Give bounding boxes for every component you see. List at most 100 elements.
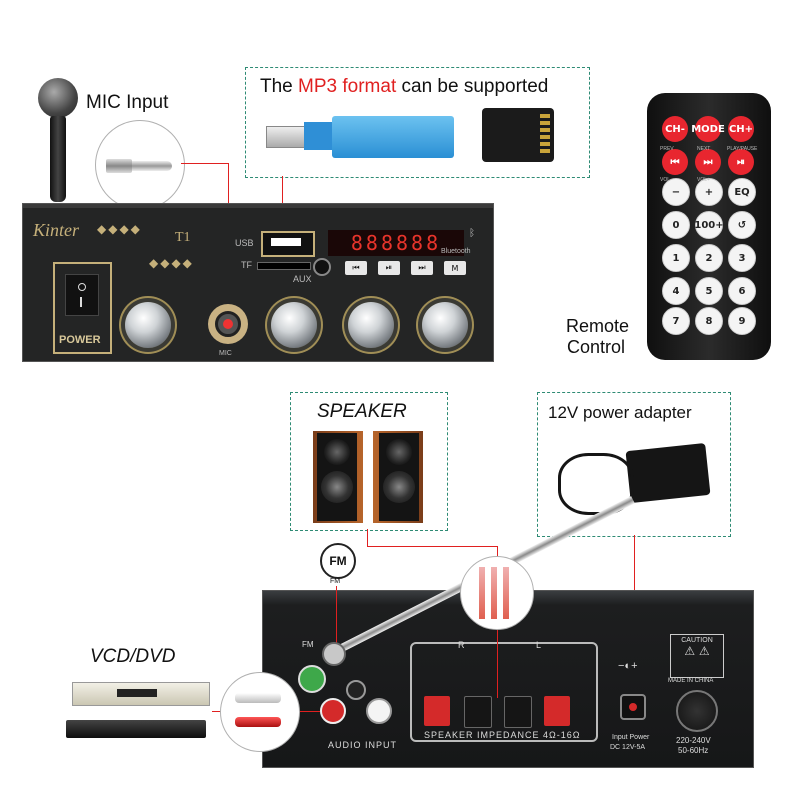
remote-key[interactable]: + [695, 178, 723, 206]
microphone-image [38, 78, 80, 203]
bluetooth-label: Bluetooth [441, 248, 471, 255]
remote-key[interactable]: 100+ [694, 211, 724, 239]
caution-text: CAUTION [681, 637, 713, 644]
play-pause-button[interactable]: ⏯ [378, 261, 400, 275]
rca-jack-white[interactable] [366, 698, 392, 724]
terminal-r-plus[interactable] [424, 696, 450, 726]
led-display: 888888 [328, 230, 464, 256]
aux-label: AUX [293, 274, 312, 284]
rca-jack-top[interactable] [346, 680, 366, 700]
brand-diamonds-2: ◆◆◆◆ [149, 256, 194, 270]
dc-polarity-symbol: −◐+ [618, 660, 638, 672]
mic-jack[interactable] [215, 311, 241, 337]
speaker-wire-zoom [460, 556, 534, 630]
power-switch[interactable] [65, 274, 99, 316]
remote-key[interactable]: CH- [662, 116, 688, 142]
power-switch-frame: POWER [53, 262, 112, 354]
vcd-dvd-label: VCD/DVD [90, 646, 176, 667]
remote-key[interactable]: 8 [695, 307, 723, 335]
channel-l-label: L [536, 640, 542, 650]
bluetooth-icon: ᛒ [469, 228, 475, 239]
remote-key[interactable]: ↺ [728, 211, 756, 239]
input-power-label-2: DC 12V-5A [610, 744, 646, 751]
remote-key[interactable]: 3 [728, 244, 756, 272]
remote-sublabel: NEXT [697, 146, 711, 152]
made-in-label: MADE IN CHINA [668, 678, 714, 684]
power-label: POWER [59, 334, 101, 346]
remote-label-1: Remote [566, 316, 630, 336]
terminal-r-minus[interactable] [464, 696, 492, 728]
fm-badge: FM [320, 543, 356, 579]
remote-key[interactable]: 0 [662, 211, 690, 239]
remote-sublabel: PLAY/PAUSE [727, 146, 758, 152]
caution-label: CAUTION ⚠ ⚠ [670, 634, 724, 678]
mic-label: MIC [219, 350, 232, 357]
speaker-connector-line [367, 529, 368, 546]
remote-key[interactable]: 5 [695, 277, 723, 305]
green-brand-logo [298, 665, 326, 693]
remote-key[interactable]: EQ [728, 178, 756, 206]
remote-key[interactable]: − [662, 178, 690, 206]
mp3-caption-prefix: The [260, 76, 299, 97]
remote-key[interactable]: ⏯ [728, 149, 754, 175]
prev-button[interactable]: ⏮ [345, 261, 367, 275]
rca-jack-red[interactable] [320, 698, 346, 724]
usb-stick-image [266, 116, 456, 162]
next-button[interactable]: ⏭ [411, 261, 433, 275]
remote-key[interactable]: CH+ [728, 116, 754, 142]
brand-diamonds: ◆◆◆◆ [97, 222, 142, 236]
tf-slot[interactable] [257, 262, 311, 270]
mode-button[interactable]: M [444, 261, 466, 275]
terminal-l-minus[interactable] [504, 696, 532, 728]
dc-power-jack[interactable] [620, 694, 646, 720]
speaker-connector-line-h [367, 546, 497, 547]
fm-connector-line [336, 586, 337, 644]
brand-logo: Kinter [33, 220, 80, 240]
remote-key[interactable]: 7 [662, 307, 690, 335]
power-adapter-image [625, 442, 711, 504]
voltage-label-2: 50-60Hz [678, 746, 709, 755]
right-speaker-image [373, 431, 423, 523]
amplifier-front-panel: Kinter ◆◆◆◆ T1 ◆◆◆◆ USB TF AUX 888888 ᛒ … [22, 203, 494, 362]
rca-cable-zoom [220, 672, 300, 752]
remote-key[interactable]: MODE [691, 116, 725, 142]
tf-label: TF [241, 260, 252, 270]
remote-key[interactable]: 1 [662, 244, 690, 272]
remote-key[interactable]: 6 [728, 277, 756, 305]
dvd-player-image [66, 720, 206, 738]
speaker-label: SPEAKER [317, 401, 407, 422]
speaker-terminal-block [410, 642, 598, 742]
remote-sublabel: PREV [660, 146, 674, 152]
power-adapter-box: 12V power adapter [537, 392, 731, 537]
mic-input-label: MIC Input [86, 92, 169, 113]
left-speaker-image [313, 431, 363, 523]
remote-key[interactable]: ⏮ [662, 149, 688, 175]
input-power-label-1: Input Power [612, 734, 650, 741]
speaker-impedance-label: SPEAKER IMPEDANCE 4Ω-16Ω [424, 730, 581, 740]
echo-knob[interactable] [271, 302, 317, 348]
aux-jack[interactable] [313, 258, 331, 276]
mp3-caption-highlight: MP3 format [298, 76, 397, 97]
usb-slot[interactable] [261, 231, 315, 257]
remote-key[interactable]: 9 [728, 307, 756, 335]
fm-port-label: FM [302, 640, 314, 649]
remote-key[interactable]: ⏭ [695, 149, 721, 175]
mp3-support-box: The MP3 format can be supported [245, 67, 590, 178]
remote-key[interactable]: 2 [695, 244, 723, 272]
terminal-l-plus[interactable] [544, 696, 570, 726]
volume-knob[interactable] [125, 302, 171, 348]
mic-jack-zoom [95, 120, 185, 210]
fm-port[interactable] [322, 642, 346, 666]
remote-key[interactable]: 4 [662, 277, 690, 305]
mp3-connector-line [282, 176, 283, 228]
power-adapter-label: 12V power adapter [548, 403, 692, 422]
treble-knob[interactable] [348, 302, 394, 348]
mic-connector-line [181, 163, 229, 164]
bass-knob[interactable] [422, 302, 468, 348]
speaker-box: SPEAKER [290, 392, 448, 531]
mp3-caption: The MP3 format can be supported [260, 76, 548, 98]
ac-power-cord [676, 690, 718, 732]
tf-card-image [482, 108, 554, 162]
voltage-label-1: 220-240V [676, 736, 711, 745]
fm-badge-sub: FM [330, 578, 341, 585]
